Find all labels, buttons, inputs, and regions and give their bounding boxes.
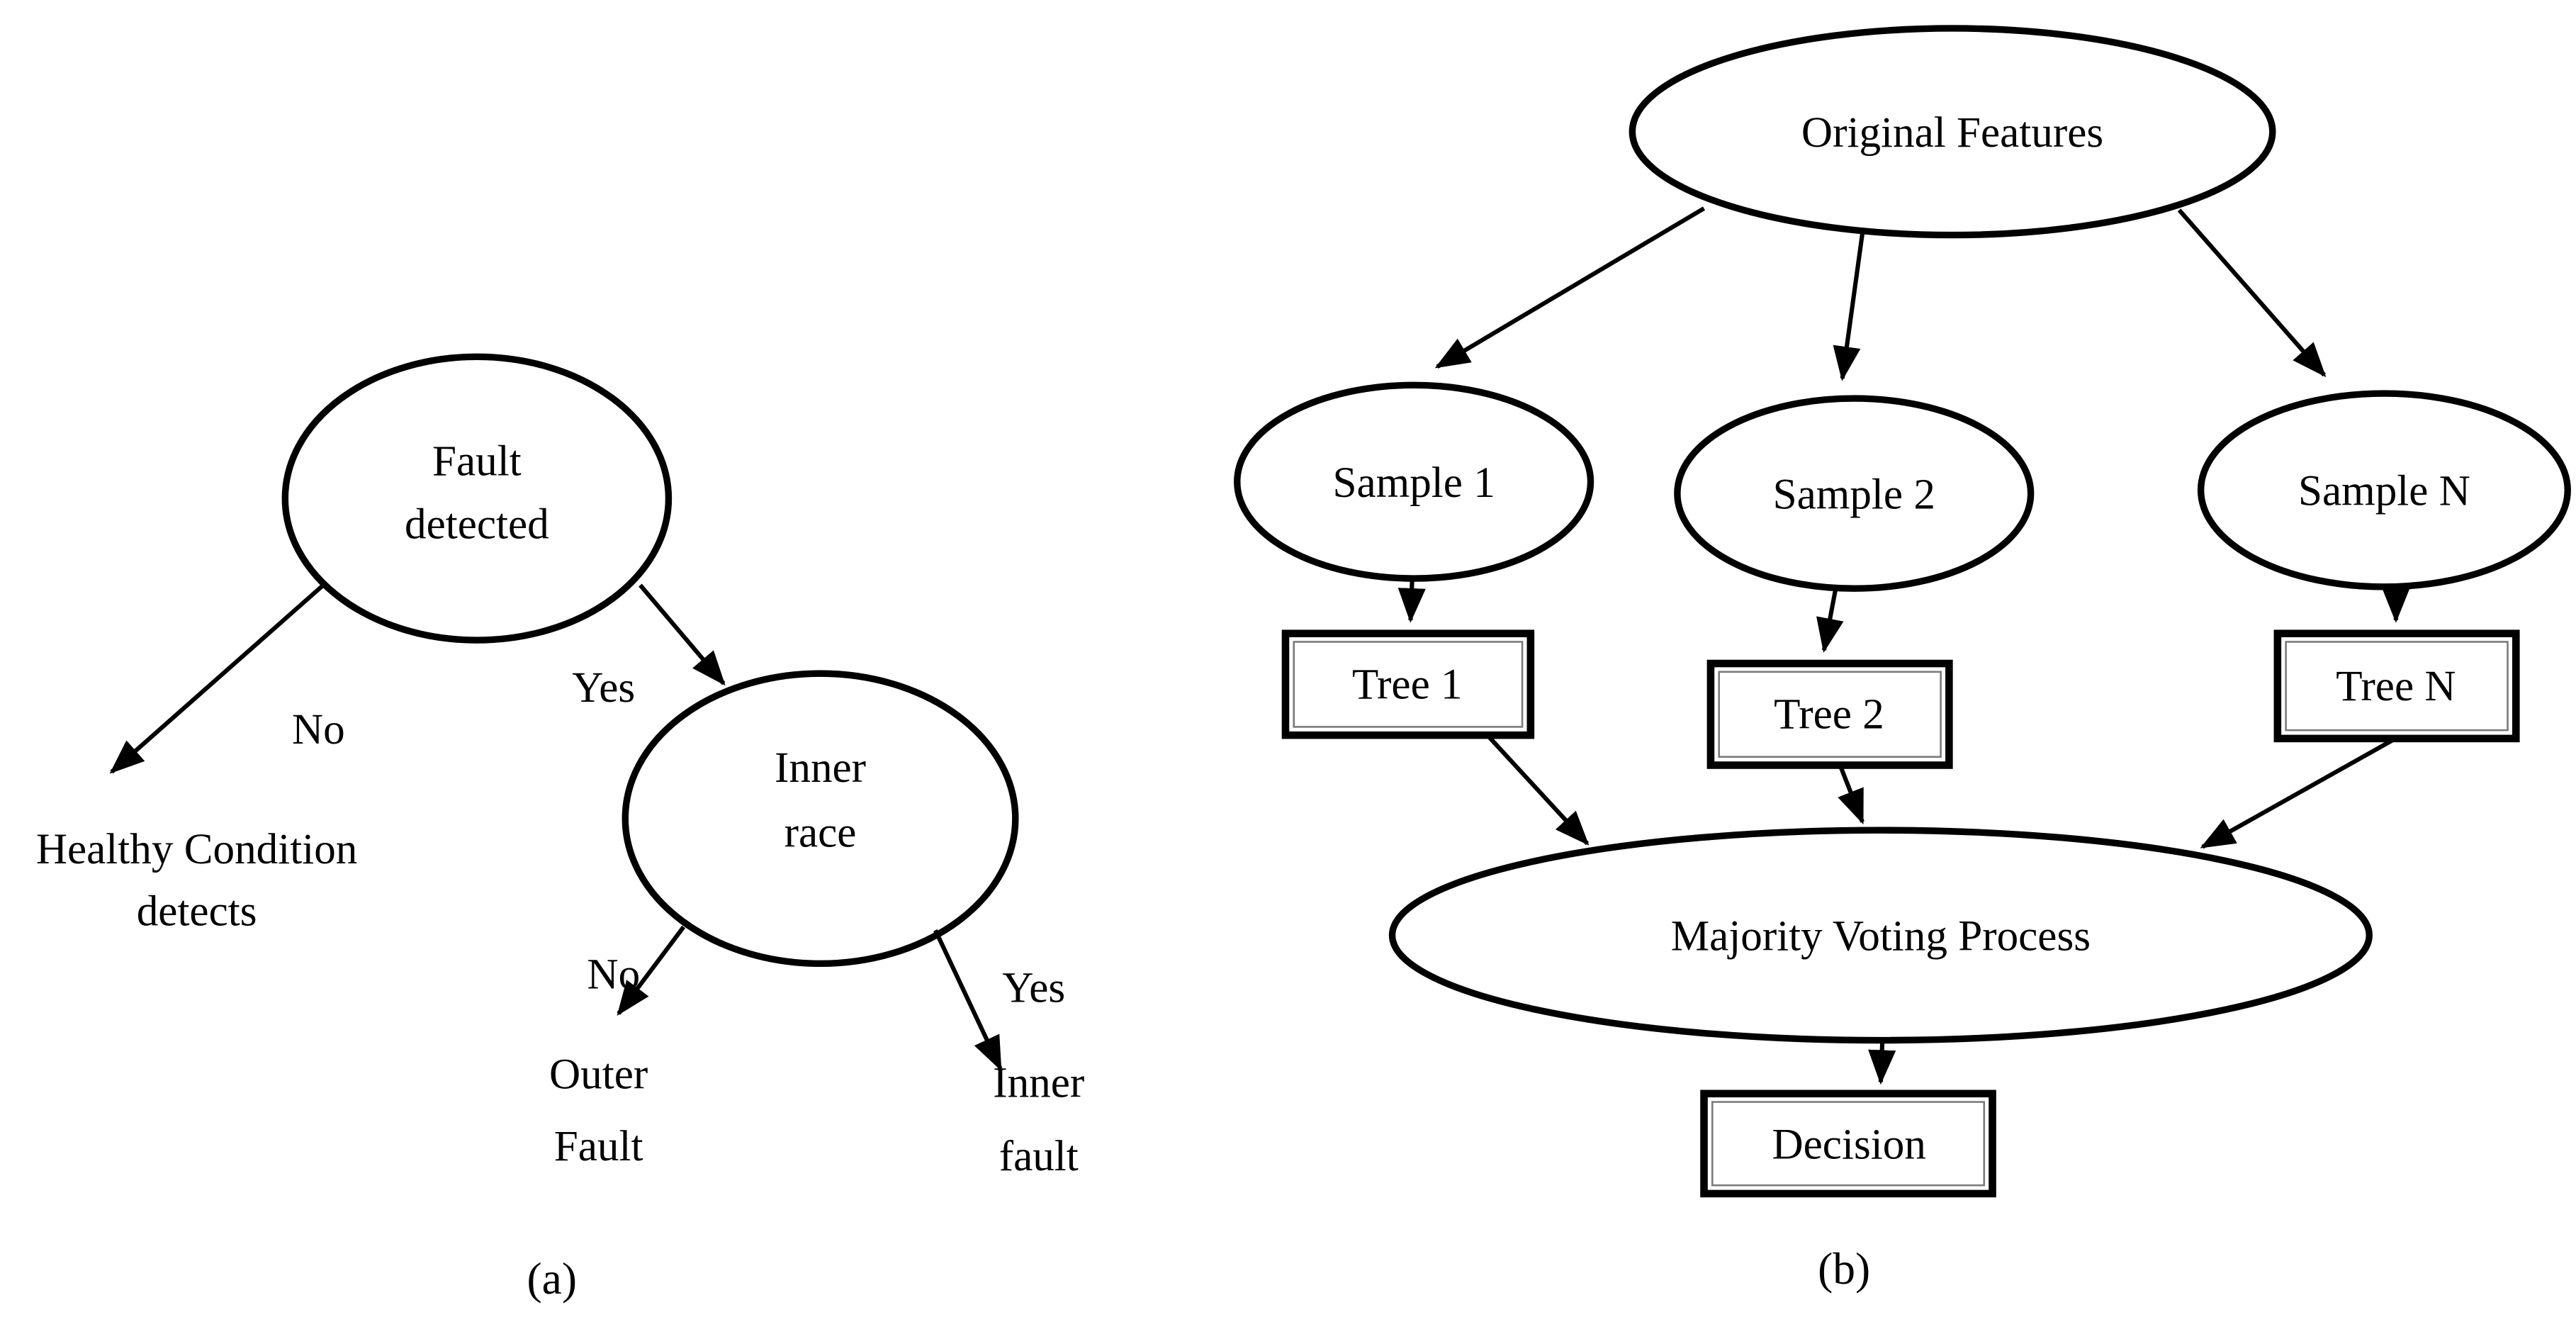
edge-sample2-to-tree2: [1816, 588, 1844, 654]
race-no-branch-label: No: [587, 951, 640, 999]
edge-features-to-sampleN: [2177, 208, 2327, 378]
sample1-node: [1234, 381, 1594, 582]
edge-treeN-to-voting: [2200, 738, 2394, 849]
race-yes-branch-label: Yes: [1002, 964, 1065, 1012]
panel-b-caption: (b): [1818, 1243, 1870, 1294]
sampleN-node: [2197, 390, 2571, 590]
decision-label: Decision: [1772, 1121, 1926, 1169]
panel-a-decision-tree: Fault detected Inner race No Yes No Yes …: [36, 353, 1084, 1304]
fault-detected-node: [281, 353, 673, 644]
treeN-node: Tree N: [2273, 629, 2520, 743]
edge-tree1-to-voting: [1487, 735, 1590, 846]
tree2-node: Tree 2: [1706, 659, 1953, 769]
fault-detected-label-line1: Fault: [432, 437, 522, 485]
edge-sample1-to-tree1: [1397, 578, 1426, 623]
decision-node: Decision: [1700, 1089, 1996, 1198]
edge-voting-to-decision: [1868, 1040, 1896, 1085]
healthy-outcome-line1: Healthy Condition: [36, 826, 358, 873]
edge-fault-no-arrow: [109, 581, 327, 774]
inner-fault-outcome-line2: fault: [999, 1133, 1079, 1180]
fault-no-branch-label: No: [292, 706, 345, 754]
sampleN-label: Sample N: [2298, 468, 2470, 515]
sample2-label: Sample 2: [1773, 471, 1935, 518]
fault-yes-branch-label: Yes: [572, 664, 635, 712]
inner-race-label-line2: race: [784, 810, 857, 857]
edge-features-to-sample2: [1833, 233, 1865, 381]
fault-detected-label-line2: detected: [405, 501, 549, 549]
edge-race-yes-arrow: [933, 929, 1003, 1072]
tree1-node: Tree 1: [1281, 629, 1535, 739]
edge-features-to-sample1: [1434, 206, 1706, 369]
inner-fault-outcome-line1: Inner: [993, 1060, 1084, 1107]
sample1-label: Sample 1: [1332, 459, 1495, 507]
healthy-outcome-line2: detects: [137, 887, 257, 935]
panel-b-random-forest: Original Features Sample 1 Sample 2 Samp…: [1234, 25, 2571, 1294]
edge-race-no-arrow: [617, 925, 686, 1016]
tree2-label: Tree 2: [1774, 691, 1884, 739]
outer-fault-outcome-line1: Outer: [549, 1051, 648, 1099]
tree1-label: Tree 1: [1352, 661, 1463, 708]
outer-fault-outcome-line2: Fault: [554, 1123, 643, 1170]
inner-race-node: [621, 670, 1019, 968]
original-features-label: Original Features: [1801, 109, 2103, 157]
panel-a-caption: (a): [527, 1253, 577, 1304]
majority-voting-label: Majority Voting Process: [1671, 913, 2091, 960]
sample2-node: [1674, 395, 2035, 592]
treeN-label: Tree N: [2336, 663, 2456, 710]
inner-race-label-line1: Inner: [775, 744, 866, 792]
original-features-node: [1629, 25, 2276, 239]
edge-tree2-to-voting: [1838, 766, 1864, 825]
edge-fault-yes-arrow: [639, 583, 726, 686]
